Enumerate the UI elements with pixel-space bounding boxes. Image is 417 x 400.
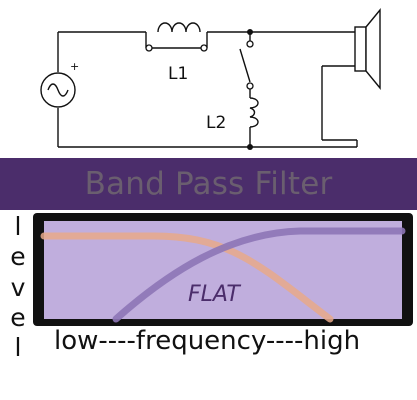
y-axis-label-letter: l — [14, 333, 22, 362]
frequency-response-chart: FLAT — [33, 213, 413, 326]
chart-annotation: FLAT — [188, 282, 241, 307]
y-axis-label-letter: e — [10, 302, 26, 332]
source-polarity-label: + — [70, 60, 79, 73]
ac-source-icon — [40, 72, 76, 108]
speaker-icon — [354, 8, 381, 90]
y-axis-label-letter: l — [14, 212, 22, 241]
junction-dot — [247, 29, 253, 35]
series-line-low — [40, 232, 334, 323]
banner-title: Band Pass Filter — [84, 166, 333, 202]
terminal — [200, 44, 208, 52]
switch-icon — [246, 40, 254, 90]
series-line-high — [112, 227, 406, 323]
terminal — [145, 44, 153, 52]
title-banner: Band Pass Filter — [0, 158, 417, 210]
inductor-icon — [249, 97, 259, 128]
junction-dot — [247, 144, 253, 150]
x-axis-label: low----frequency----high — [54, 326, 361, 356]
inductor-1-label: L1 — [168, 64, 188, 84]
inductor-2-label: L2 — [206, 113, 226, 133]
inductor-icon — [157, 22, 201, 33]
y-axis-label-letter: e — [10, 242, 26, 272]
y-axis-label-letter: v — [10, 272, 26, 302]
circuit-diagram: + L1 L2 — [40, 8, 381, 150]
